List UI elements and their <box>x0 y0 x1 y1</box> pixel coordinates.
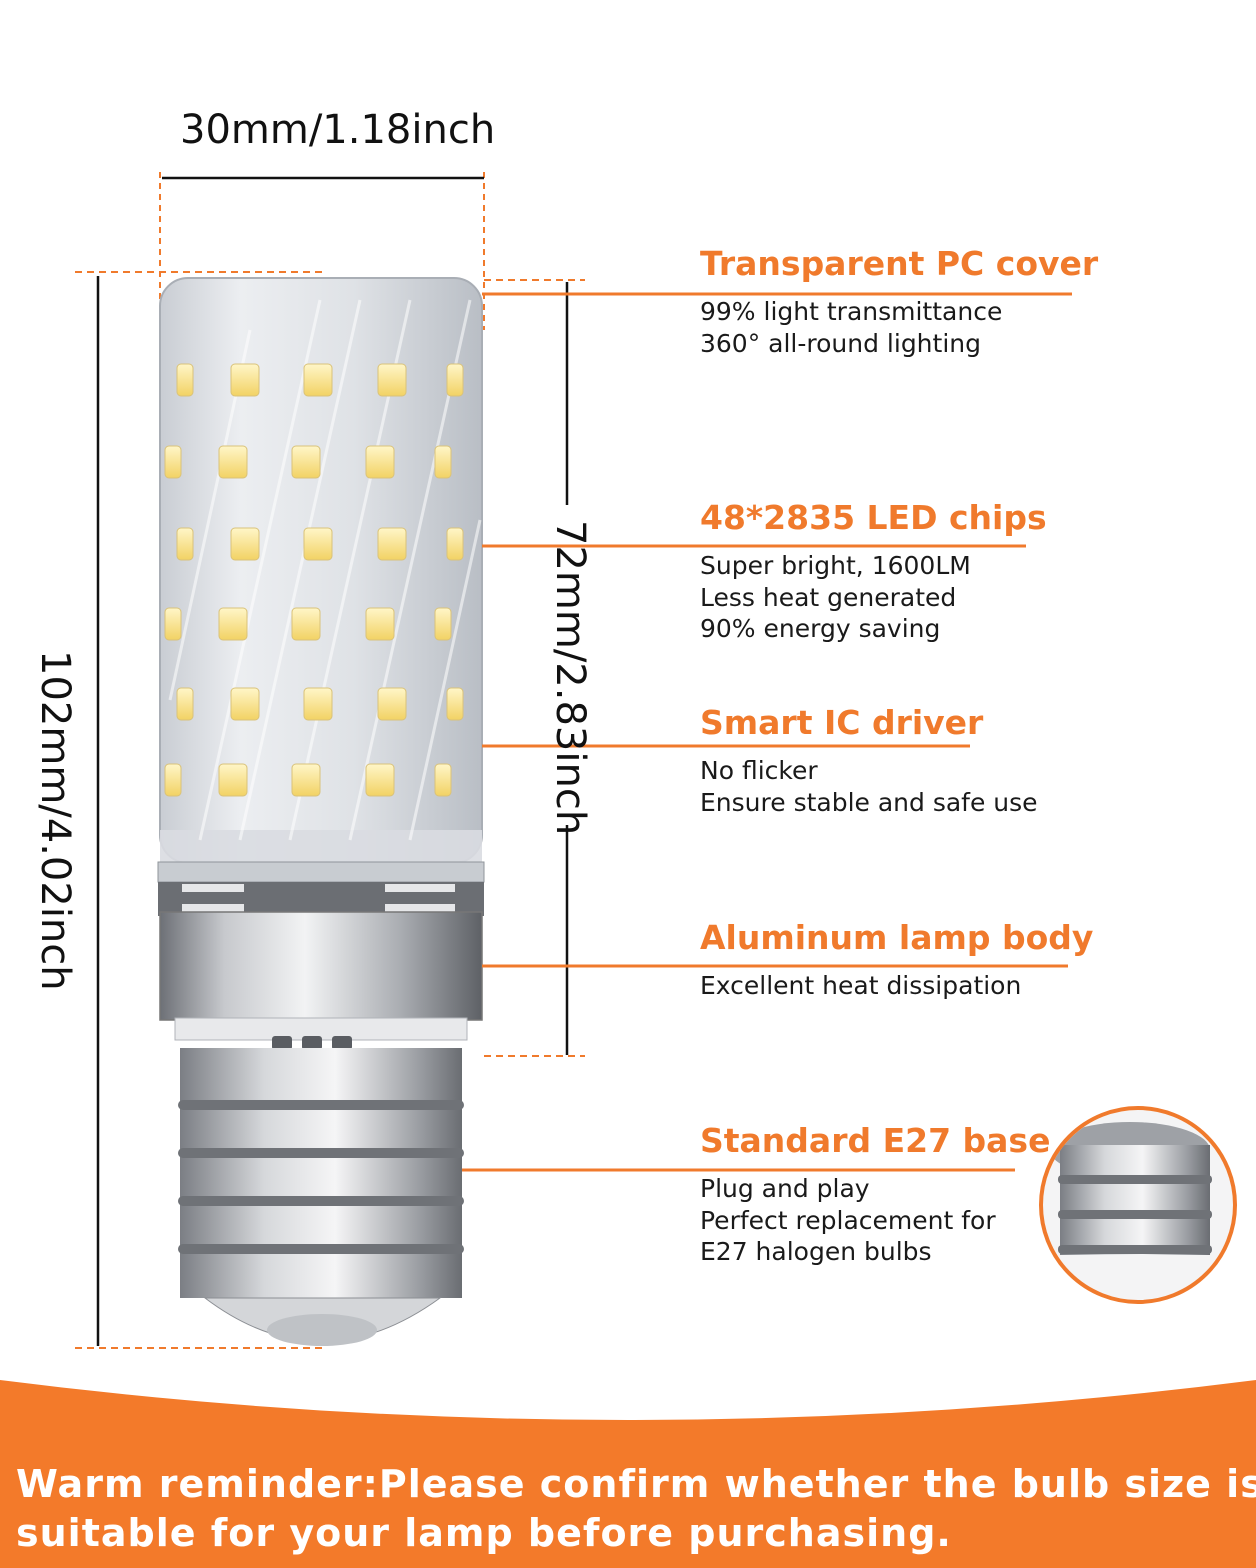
cover-height-dimension-label: 72mm/2.83inch <box>547 520 593 836</box>
led-chip-grid <box>164 363 464 797</box>
led-chip <box>303 687 333 721</box>
feature-title: Transparent PC cover <box>700 244 1099 283</box>
led-chip <box>176 687 194 721</box>
feature-transparent-pc-cover: Transparent PC cover 99% light transmitt… <box>700 244 1098 359</box>
led-chip <box>377 363 407 397</box>
feature-led-chips: 48*2835 LED chips Super bright, 1600LM L… <box>700 498 1047 645</box>
led-chip <box>434 607 452 641</box>
feature-line: Less heat generated <box>700 582 957 612</box>
feature-description: Plug and play Perfect replacement for E2… <box>700 1173 1050 1268</box>
feature-aluminum-lamp-body: Aluminum lamp body Excellent heat dissip… <box>700 918 1093 1002</box>
led-chip <box>365 607 395 641</box>
bulb-image <box>157 277 485 1346</box>
reminder-line: Warm reminder:Please confirm whether the… <box>16 1462 1256 1506</box>
led-chip <box>291 763 321 797</box>
led-chip <box>434 763 452 797</box>
led-chip <box>218 607 248 641</box>
leader-lines <box>462 292 1072 1172</box>
led-chip <box>164 445 182 479</box>
led-chip <box>446 527 464 561</box>
led-chip <box>230 527 260 561</box>
feature-title: Aluminum lamp body <box>700 918 1094 957</box>
led-chip <box>365 445 395 479</box>
led-chip <box>230 363 260 397</box>
width-dimension-label: 30mm/1.18inch <box>180 107 496 153</box>
feature-line: Perfect replacement for <box>700 1205 996 1235</box>
feature-line: Super bright, 1600LM <box>700 551 971 580</box>
feature-title: Smart IC driver <box>700 703 984 742</box>
feature-line: 90% energy saving <box>700 614 941 643</box>
feature-line: Ensure stable and safe use <box>700 787 1038 817</box>
feature-line: Excellent heat dissipation <box>700 971 1022 1000</box>
feature-title: 48*2835 LED chips <box>700 498 1047 537</box>
reminder-line: suitable for your lamp before purchasing… <box>16 1511 952 1555</box>
led-chip <box>365 763 395 797</box>
dimension-guides <box>75 172 585 1349</box>
led-chip <box>218 445 248 479</box>
led-chip <box>377 527 407 561</box>
feature-description: Excellent heat dissipation <box>700 970 1093 1002</box>
led-chip <box>176 363 194 397</box>
led-chip <box>176 527 194 561</box>
feature-line: 360° all-round lighting <box>700 328 981 358</box>
total-height-dimension-label: 102mm/4.02inch <box>32 650 78 991</box>
led-chip <box>218 763 248 797</box>
feature-line: E27 halogen bulbs <box>700 1237 932 1266</box>
led-chip <box>377 687 407 721</box>
feature-smart-ic-driver: Smart IC driver No flicker Ensure stable… <box>700 703 1038 818</box>
led-chip <box>303 527 333 561</box>
feature-description: No flicker Ensure stable and safe use <box>700 755 1038 818</box>
led-chip <box>446 687 464 721</box>
reminder-banner-bg <box>0 1380 1256 1568</box>
base-closeup-thumbnail <box>1039 1106 1237 1304</box>
feature-e27-base: Standard E27 base Plug and play Perfect … <box>700 1121 1050 1268</box>
feature-title: Standard E27 base <box>700 1121 1051 1160</box>
feature-description: 99% light transmittance 360° all-round l… <box>700 296 1098 359</box>
led-chip <box>291 445 321 479</box>
feature-line: No flicker <box>700 756 818 785</box>
feature-line: 99% light transmittance <box>700 297 1003 326</box>
feature-description: Super bright, 1600LM Less heat generated… <box>700 550 1047 645</box>
led-chip <box>230 687 260 721</box>
led-chip <box>164 607 182 641</box>
led-chip <box>291 607 321 641</box>
warm-reminder-text: Warm reminder:Please confirm whether the… <box>16 1460 1256 1558</box>
led-chip <box>303 363 333 397</box>
led-chip <box>164 763 182 797</box>
led-chip <box>446 363 464 397</box>
feature-line: Plug and play <box>700 1174 870 1203</box>
led-chip <box>434 445 452 479</box>
